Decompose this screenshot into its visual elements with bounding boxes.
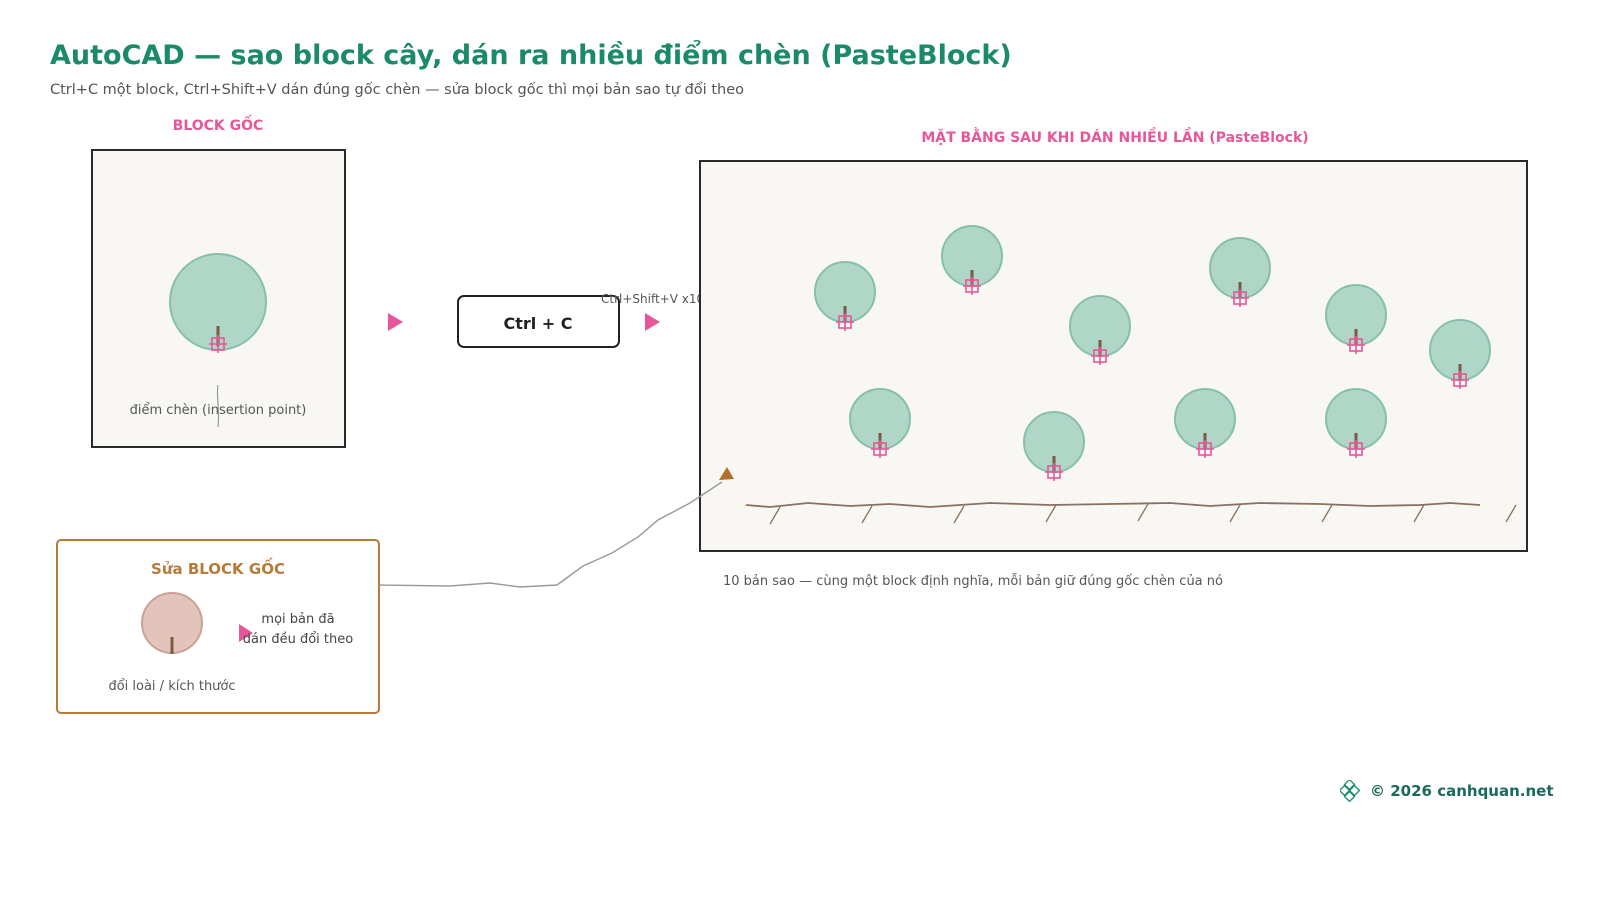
canhquan-logo-icon: [1340, 780, 1361, 802]
pasted-tree-3[interactable]: [1069, 295, 1131, 366]
ground-line: [745, 502, 1481, 508]
pasted-tree-4[interactable]: [1209, 237, 1271, 308]
insertion-point-marker: [1090, 346, 1110, 366]
flow-arrow-2: [645, 313, 660, 331]
pasted-tree-10[interactable]: [1325, 388, 1387, 459]
ctrl-c-label: Ctrl + C: [503, 314, 572, 333]
insertion-point-marker: [835, 312, 855, 332]
plan-caption: 10 bản sao — cùng một block định nghĩa, …: [723, 574, 1223, 589]
edit-result-arrow: [239, 624, 253, 642]
paste-shortcut-note: Ctrl+Shift+V x10: [601, 292, 704, 306]
footer-copyright: © 2026 canhquan.net: [1370, 782, 1554, 800]
pasted-tree-2[interactable]: [941, 225, 1003, 296]
edit-panel: [56, 539, 380, 714]
pasted-tree-8[interactable]: [1023, 411, 1085, 482]
pasted-tree-7[interactable]: [849, 388, 911, 459]
insertion-point-marker: [1195, 439, 1215, 459]
insertion-leader-line: [216, 384, 220, 428]
source-tree-symbol[interactable]: [169, 253, 267, 354]
insertion-point-marker: [1044, 462, 1064, 482]
source-block-label: BLOCK GỐC: [173, 114, 264, 134]
edit-to-plan-connector: [378, 481, 723, 588]
insertion-point-marker: [1346, 335, 1366, 355]
flow-arrow-1: [388, 313, 403, 331]
ctrl-c-button[interactable]: [457, 295, 620, 348]
insertion-point-marker: [870, 439, 890, 459]
pasted-tree-1[interactable]: [814, 261, 876, 332]
edit-panel-title: Sửa BLOCK GỐC: [151, 557, 285, 578]
edited-tree-symbol[interactable]: [141, 592, 203, 654]
plan-label: MẶT BẰNG SAU KHI DÁN NHIỀU LẦN (PasteBlo…: [921, 127, 1308, 146]
pasted-tree-5[interactable]: [1325, 284, 1387, 355]
connector-arrowhead: [719, 467, 734, 480]
insertion-point-note: điểm chèn (insertion point): [130, 403, 307, 418]
insertion-point-marker: [1450, 370, 1470, 390]
pasted-trees: [814, 225, 1491, 482]
insertion-point-marker: [962, 276, 982, 296]
page-title: AutoCAD — sao block cây, dán ra nhiều đi…: [50, 40, 1012, 71]
page-subtitle: Ctrl+C một block, Ctrl+Shift+V dán đúng …: [50, 82, 744, 98]
insertion-point-marker: [208, 334, 228, 354]
insertion-point-marker: [1346, 439, 1366, 459]
insertion-point-marker: [1230, 288, 1250, 308]
footer: © 2026 canhquan.net: [1340, 780, 1554, 802]
pasted-tree-9[interactable]: [1174, 388, 1236, 459]
plan-frame: [699, 160, 1528, 552]
ground-hatch: [769, 503, 1517, 525]
edit-result-line1: mọi bản đã: [261, 612, 334, 627]
edit-change-note: đổi loài / kích thước: [108, 679, 235, 694]
edit-result-line2: dán đều đổi theo: [243, 632, 353, 647]
pasted-tree-6[interactable]: [1429, 319, 1491, 390]
